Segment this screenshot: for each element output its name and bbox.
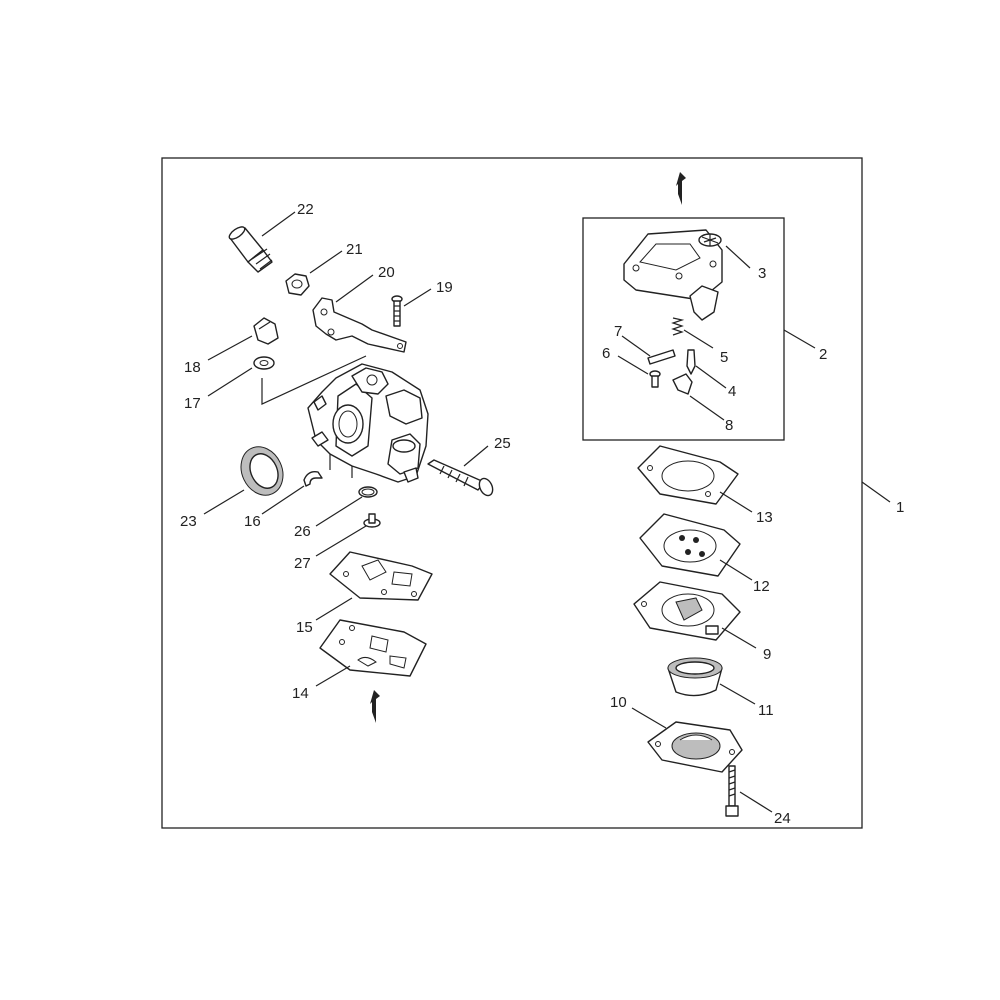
part-11-primer-bulb [667, 657, 723, 697]
callout-21: 21 [346, 241, 363, 258]
callout-18: 18 [184, 359, 201, 376]
assembly-frame [161, 157, 863, 829]
part-4-needle [686, 349, 696, 375]
pump-cover-subassembly-box [582, 217, 785, 441]
part-8-lever [672, 373, 693, 395]
part-26-o-ring [358, 486, 378, 498]
direction-arrow-bottom [370, 690, 380, 723]
callout-10: 10 [610, 694, 627, 711]
part-13-gasket [637, 445, 739, 505]
part-17-washer [253, 356, 275, 370]
callout-13: 13 [756, 509, 773, 526]
callout-16: 16 [244, 513, 261, 530]
callout-25: 25 [494, 435, 511, 452]
part-12-diaphragm [639, 513, 741, 577]
carburetor-body [307, 363, 429, 483]
part-7-pin [647, 349, 676, 365]
callout-7: 7 [614, 323, 622, 340]
callout-14: 14 [292, 685, 309, 702]
callout-22: 22 [297, 201, 314, 218]
callout-19: 19 [436, 279, 453, 296]
part-3-pump-cover [623, 229, 723, 321]
callout-27: 27 [294, 555, 311, 572]
part-6-screw [649, 370, 661, 388]
part-22-adjust-bolt [228, 226, 273, 273]
callout-8: 8 [725, 417, 733, 434]
callout-26: 26 [294, 523, 311, 540]
callout-6: 6 [602, 345, 610, 362]
part-18-slotted-screw [253, 317, 279, 345]
part-21-hex-nut [285, 273, 310, 296]
callout-4: 4 [728, 383, 736, 400]
part-14-diaphragm [319, 619, 427, 677]
part-19-screw [391, 295, 403, 327]
part-15-gasket [329, 551, 433, 601]
callout-24: 24 [774, 810, 791, 827]
callout-5: 5 [720, 349, 728, 366]
callout-23: 23 [180, 513, 197, 530]
part-24-screw [725, 765, 739, 817]
callout-15: 15 [296, 619, 313, 636]
part-27-inlet-valve [363, 513, 381, 528]
part-9-metering-body [633, 581, 741, 641]
part-5-spring [671, 317, 685, 336]
callout-17: 17 [184, 395, 201, 412]
leader-lines [203, 211, 891, 813]
part-10-cover [647, 721, 743, 773]
part-16-clip [303, 470, 323, 487]
callout-11: 11 [758, 702, 774, 719]
callout-3: 3 [758, 265, 766, 282]
callout-20: 20 [378, 264, 395, 281]
callout-labels: 22 21 20 19 18 17 25 23 16 26 27 15 14 3… [180, 201, 904, 827]
callout-9: 9 [763, 646, 771, 663]
callout-2: 2 [819, 346, 827, 363]
direction-arrow-top [676, 172, 686, 205]
part-25-mixture-screw [427, 459, 494, 497]
part-23-seal-ring [240, 446, 284, 496]
callout-1: 1 [896, 499, 904, 516]
part-20-bracket [312, 297, 407, 353]
callout-12: 12 [753, 578, 770, 595]
